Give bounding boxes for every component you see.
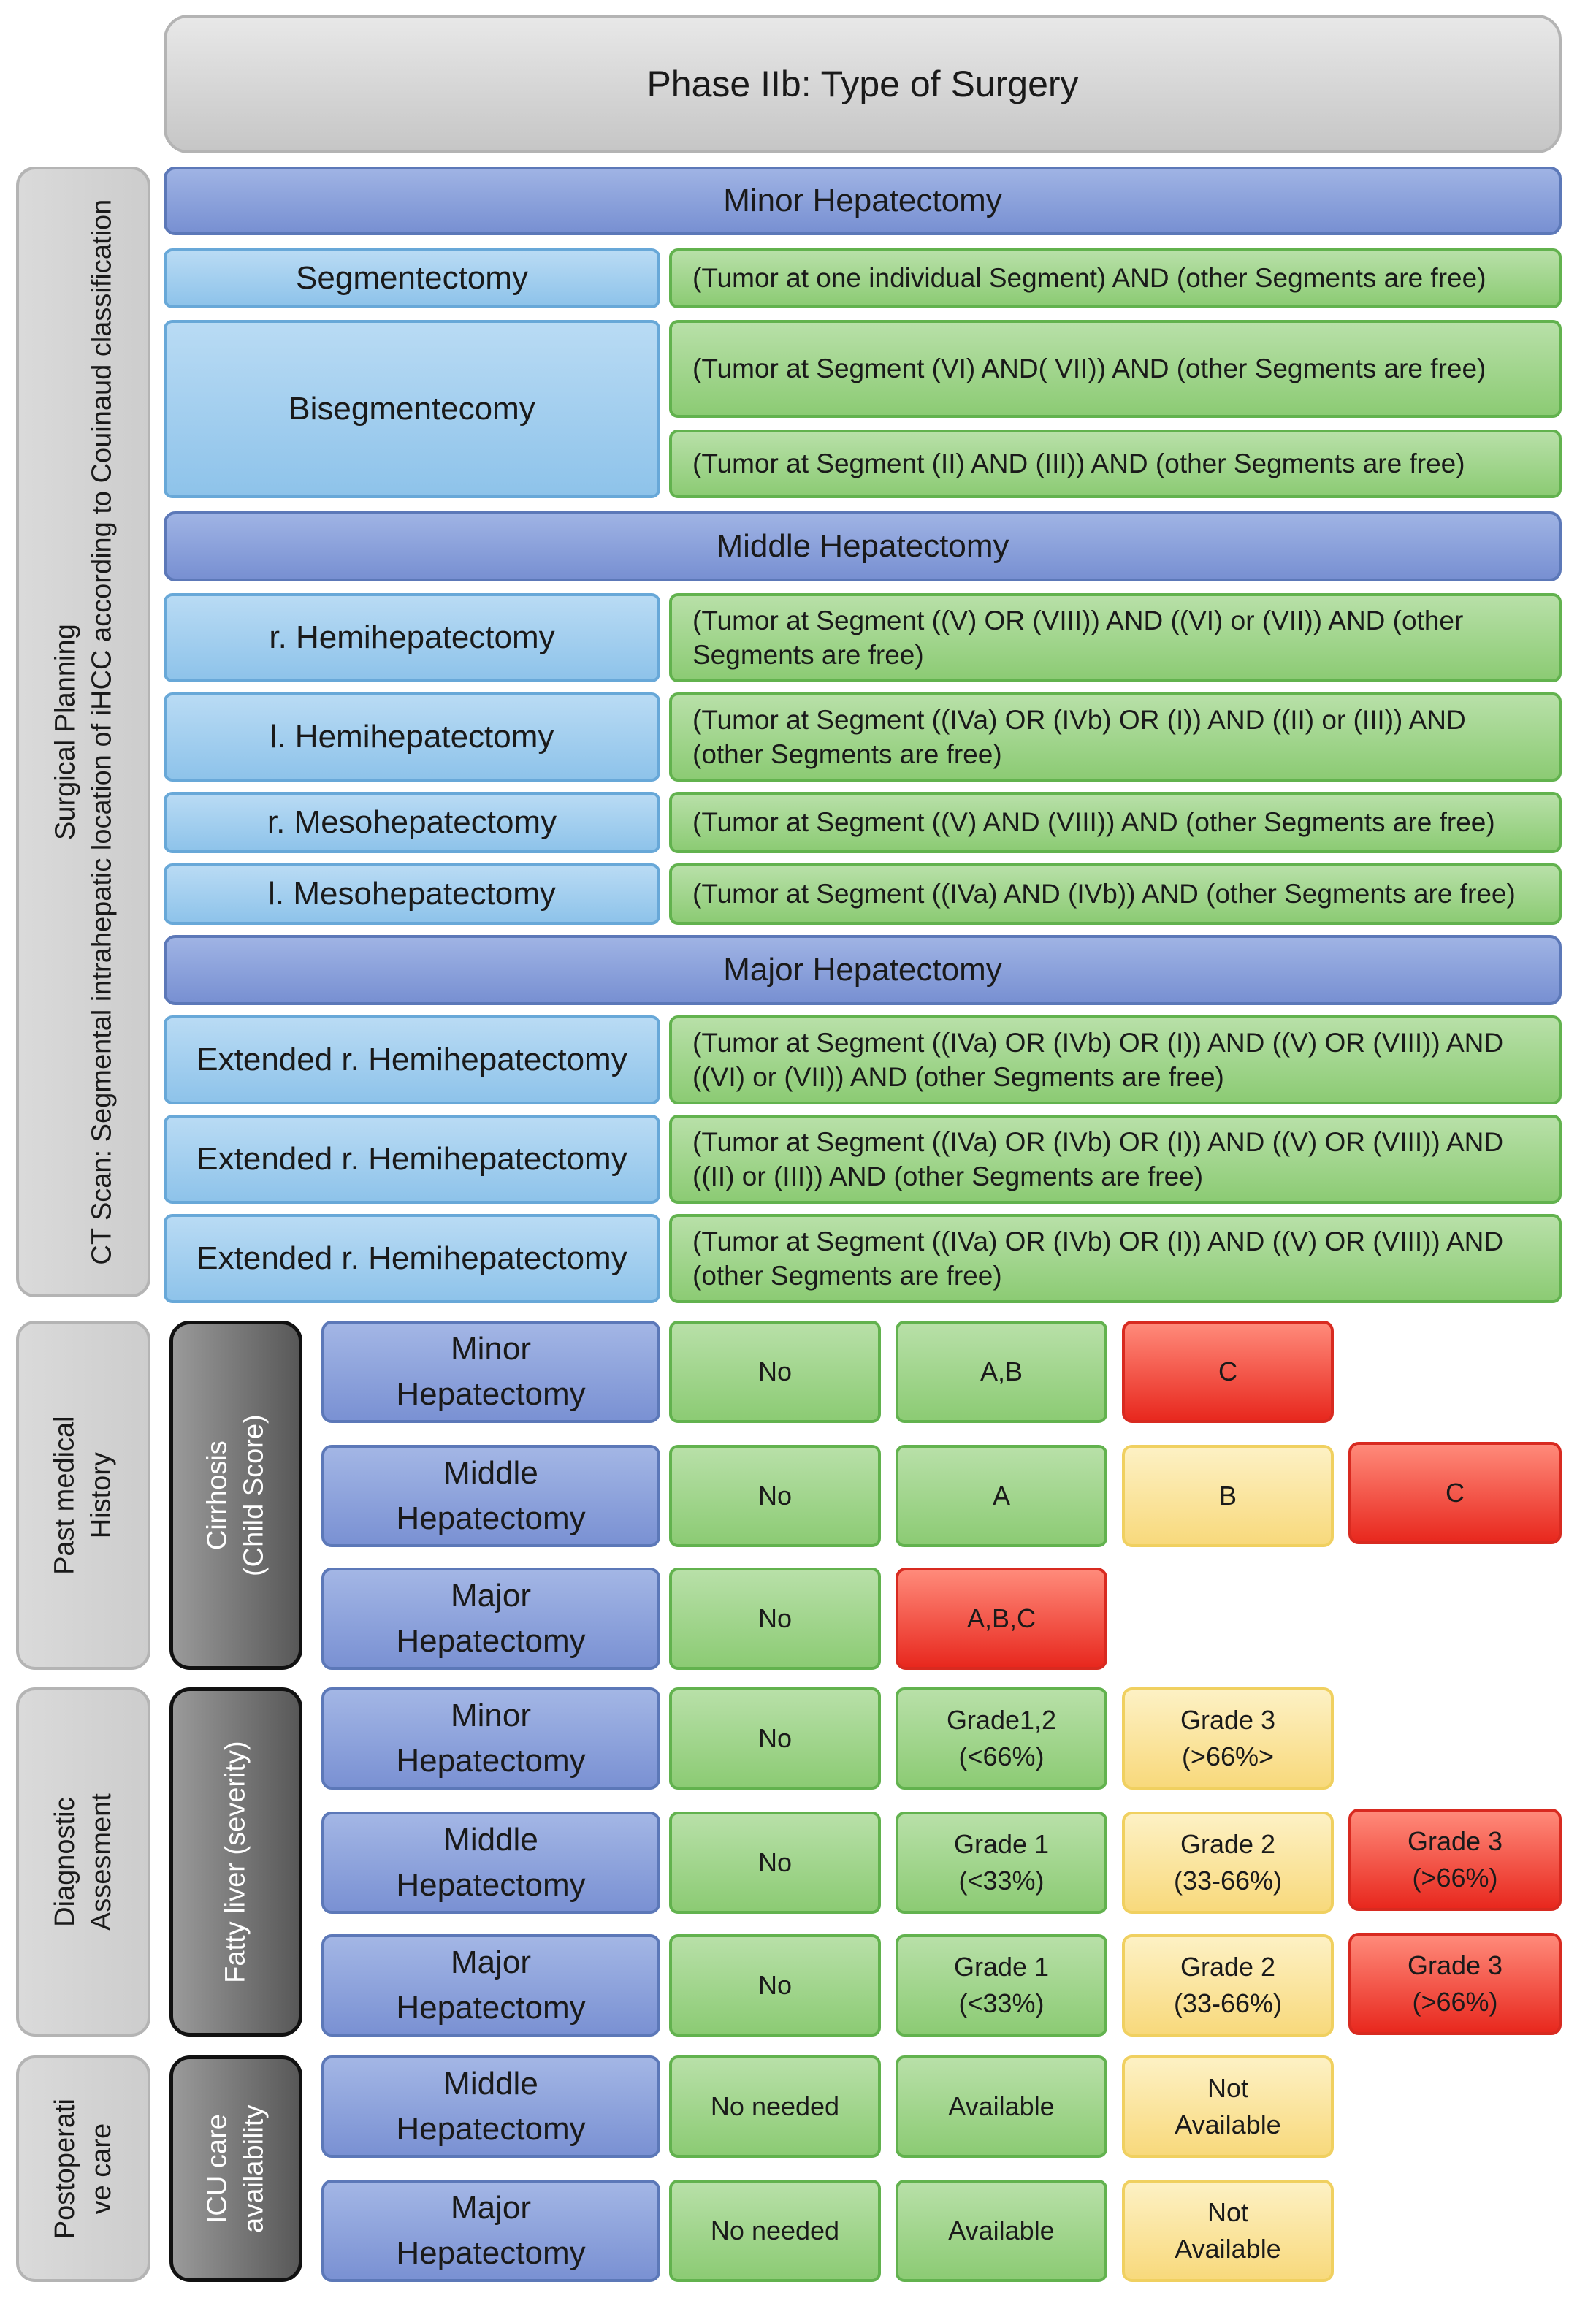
cirrhosis-middle-no: No xyxy=(669,1445,881,1547)
postop-line1: Postoperati xyxy=(49,2098,80,2240)
segmentectomy-condition: (Tumor at one individual Segment) AND (o… xyxy=(669,248,1562,308)
fatty-middle-grade2: Grade 2(33-66%) xyxy=(1122,1812,1334,1914)
l-hemihepatectomy-label: l. Hemihepatectomy xyxy=(164,692,660,782)
fatty-liver-label: Fatty liver (severity) xyxy=(169,1687,302,2037)
major-hepatectomy-header: Major Hepatectomy xyxy=(164,935,1562,1005)
r-hemihepatectomy-label: r. Hemihepatectomy xyxy=(164,593,660,682)
r-hemihepatectomy-condition: (Tumor at Segment ((V) OR (VIII)) AND ((… xyxy=(669,593,1562,682)
l-hemihepatectomy-condition: (Tumor at Segment ((IVa) OR (IVb) OR (I)… xyxy=(669,692,1562,782)
fatty-middle-no: No xyxy=(669,1812,881,1914)
middle-hepatectomy-header: Middle Hepatectomy xyxy=(164,511,1562,581)
cirrhosis-middle-b: B xyxy=(1122,1445,1334,1547)
fatty-major-grade2: Grade 2(33-66%) xyxy=(1122,1934,1334,2037)
icu-line1: ICU care xyxy=(202,2114,233,2224)
fatty-major-grade3: Grade 3(>66%) xyxy=(1348,1933,1562,2035)
cirrhosis-label: Cirrhosis (Child Score) xyxy=(169,1321,302,1670)
extended-r-hemihepatectomy-condition-2: (Tumor at Segment ((IVa) OR (IVb) OR (I)… xyxy=(669,1115,1562,1204)
surgical-planning-line1: Surgical Planning xyxy=(49,624,80,840)
fatty-middle-grade3: Grade 3(>66%) xyxy=(1348,1809,1562,1911)
fatty-major-grade1: Grade 1(<33%) xyxy=(896,1934,1107,2037)
cirrhosis-major-abc: A,B,C xyxy=(896,1568,1107,1670)
cirrhosis-minor-no: No xyxy=(669,1321,881,1423)
fatty-minor-grade3: Grade 3(>66%> xyxy=(1122,1687,1334,1790)
r-mesohepatectomy-condition: (Tumor at Segment ((V) AND (VIII)) AND (… xyxy=(669,792,1562,853)
fatty-liver-line1: Fatty liver (severity) xyxy=(220,1741,251,1983)
diagnostic-line2: Assesment xyxy=(86,1793,117,1931)
cirrhosis-line1: Cirrhosis xyxy=(202,1440,233,1550)
icu-middle-no-needed: No needed xyxy=(669,2055,881,2158)
fatty-minor-no: No xyxy=(669,1687,881,1790)
bisegmentectomy-condition-2: (Tumor at Segment (II) AND (III)) AND (o… xyxy=(669,430,1562,498)
icu-middle-available: Available xyxy=(896,2055,1107,2158)
extended-r-hemihepatectomy-label-2: Extended r. Hemihepatectomy xyxy=(164,1115,660,1204)
bisegmentectomy-condition-1: (Tumor at Segment (VI) AND( VII)) AND (o… xyxy=(669,320,1562,418)
past-medical-history-label: Past medical History xyxy=(16,1321,150,1670)
segmentectomy-label: Segmentectomy xyxy=(164,248,660,308)
diagnostic-assessment-label: Diagnostic Assesment xyxy=(16,1687,150,2037)
icu-major-available: Available xyxy=(896,2180,1107,2282)
surgical-planning-line2: CT Scan: Segmental intrahepatic location… xyxy=(86,199,117,1265)
extended-r-hemihepatectomy-label-3: Extended r. Hemihepatectomy xyxy=(164,1214,660,1303)
surgical-planning-label: Surgical Planning CT Scan: Segmental int… xyxy=(16,167,150,1297)
l-mesohepatectomy-label: l. Mesohepatectomy xyxy=(164,863,660,925)
icu-line2: availability xyxy=(239,2104,270,2233)
minor-hepatectomy-header: Minor Hepatectomy xyxy=(164,167,1562,235)
cirrhosis-middle-a: A xyxy=(896,1445,1107,1547)
cirrhosis-minor-ab: A,B xyxy=(896,1321,1107,1423)
extended-r-hemihepatectomy-label-1: Extended r. Hemihepatectomy xyxy=(164,1015,660,1104)
r-mesohepatectomy-label: r. Mesohepatectomy xyxy=(164,792,660,853)
fatty-minor-grade12: Grade1,2(<66%) xyxy=(896,1687,1107,1790)
extended-r-hemihepatectomy-condition-1: (Tumor at Segment ((IVa) OR (IVb) OR (I)… xyxy=(669,1015,1562,1104)
past-medical-line2: History xyxy=(86,1451,118,1539)
cirrhosis-minor-c: C xyxy=(1122,1321,1334,1423)
cirrhosis-line2: (Child Score) xyxy=(239,1414,270,1576)
extended-r-hemihepatectomy-condition-3: (Tumor at Segment ((IVa) OR (IVb) OR (I)… xyxy=(669,1214,1562,1303)
cirrhosis-major-no: No xyxy=(669,1568,881,1670)
postoperative-care-label: Postoperati ve care xyxy=(16,2055,150,2282)
icu-major-no-needed: No needed xyxy=(669,2180,881,2282)
cirrhosis-middle-c: C xyxy=(1348,1442,1562,1544)
fatty-middle-grade1: Grade 1(<33%) xyxy=(896,1812,1107,1914)
fatty-major-no: No xyxy=(669,1934,881,2037)
bisegmentectomy-label: Bisegmentecomy xyxy=(164,320,660,498)
icu-care-label: ICU care availability xyxy=(169,2055,302,2282)
diagnostic-line1: Diagnostic xyxy=(49,1797,80,1927)
page-title-text: Phase IIb: Type of Surgery xyxy=(646,64,1079,104)
l-mesohepatectomy-condition: (Tumor at Segment ((IVa) AND (IVb)) AND … xyxy=(669,863,1562,925)
past-medical-line1: Past medical xyxy=(49,1416,80,1575)
postop-line2: ve care xyxy=(86,2123,118,2215)
page-title: Phase IIb: Type of Surgery xyxy=(164,15,1562,153)
